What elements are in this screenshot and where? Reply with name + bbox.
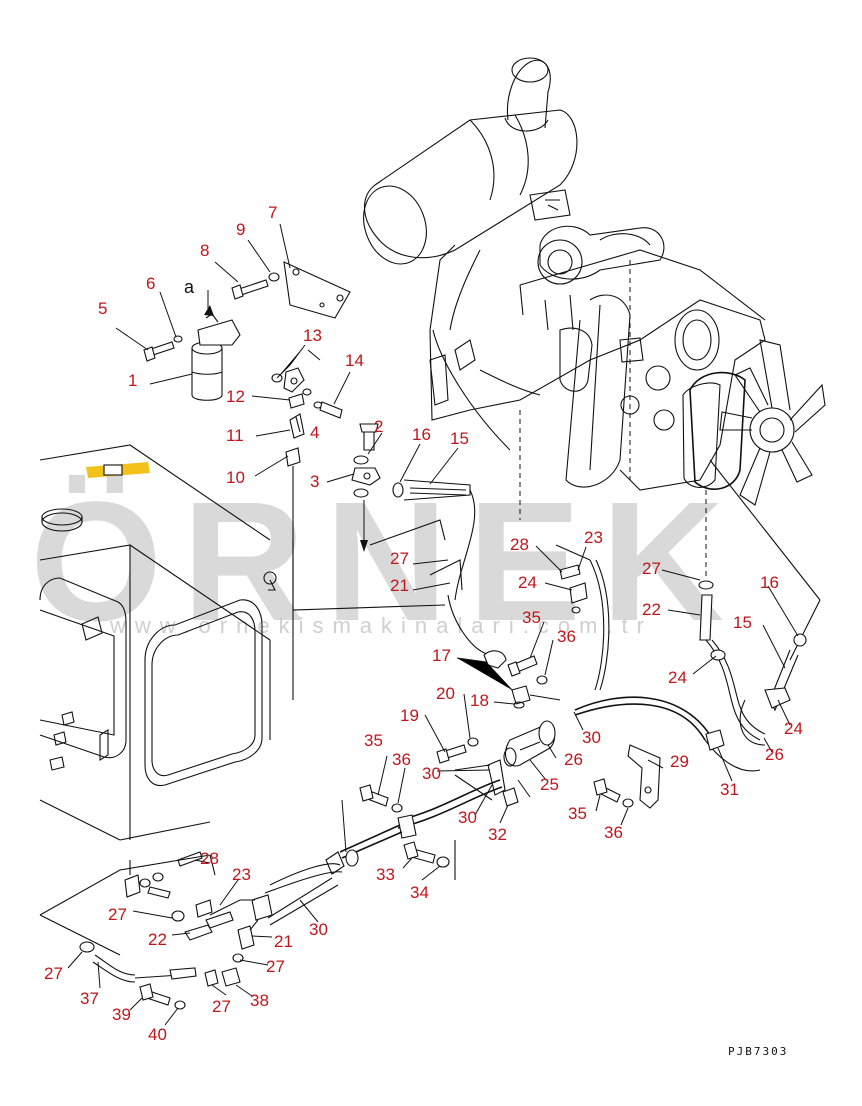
leader-lines — [67, 223, 799, 1026]
callout-23-lower: 23 — [232, 865, 251, 884]
callout-labels: a 1 2 3 4 5 6 7 8 9 10 11 12 13 14 15 16… — [44, 203, 803, 1044]
callout-14: 14 — [345, 351, 364, 370]
callout-34: 34 — [410, 883, 429, 902]
callout-27-bottom: 27 — [212, 997, 231, 1016]
callout-33: 33 — [376, 865, 395, 884]
view-letter-label: a — [184, 277, 195, 297]
callout-26-right: 26 — [765, 745, 784, 764]
callout-28-upper: 28 — [510, 535, 529, 554]
callout-22-right: 22 — [642, 600, 661, 619]
drawing-code: PJB7303 — [728, 1045, 788, 1058]
callout-6: 6 — [146, 274, 155, 293]
callout-5: 5 — [98, 299, 107, 318]
callout-11: 11 — [226, 426, 244, 445]
watermark: ÖRNEK www.ornekismakinalari.com.tr — [30, 467, 744, 657]
callout-36-mid: 36 — [392, 750, 411, 769]
callout-26-mid: 26 — [564, 750, 583, 769]
callout-24-far-right: 24 — [784, 719, 803, 738]
callout-10: 10 — [226, 468, 245, 487]
engine-fan — [719, 339, 826, 506]
callout-29: 29 — [670, 752, 689, 771]
callout-4: 4 — [310, 423, 319, 442]
callout-16-upper: 16 — [412, 425, 431, 444]
callout-39: 39 — [112, 1005, 131, 1024]
watermark-brand: ÖRNEK — [30, 467, 744, 657]
callout-27-far-left: 27 — [44, 964, 63, 983]
callout-9: 9 — [236, 220, 245, 239]
hose-routing — [39, 459, 821, 1010]
callout-36-upper: 36 — [557, 627, 576, 646]
callout-30-lower: 30 — [458, 808, 477, 827]
callout-1: 1 — [128, 371, 137, 390]
callout-15-upper: 15 — [450, 429, 469, 448]
callout-24-upper: 24 — [518, 573, 537, 592]
callout-30-right: 30 — [582, 728, 601, 747]
callout-12: 12 — [226, 387, 245, 406]
callout-30-mid: 30 — [422, 764, 441, 783]
callout-30-lower-left: 30 — [309, 920, 328, 939]
callout-35-right: 35 — [568, 804, 587, 823]
callout-28-lower: 28 — [200, 849, 219, 868]
fuel-filter-assembly — [143, 261, 491, 700]
callout-13: 13 — [303, 326, 322, 345]
callout-15-right: 15 — [733, 613, 752, 632]
callout-37: 37 — [80, 989, 99, 1008]
callout-23-upper: 23 — [584, 528, 603, 547]
callout-35-upper: 35 — [522, 608, 541, 627]
callout-17: 17 — [432, 646, 451, 665]
callout-2: 2 — [374, 417, 383, 436]
callout-24-right: 24 — [668, 668, 687, 687]
callout-20: 20 — [436, 684, 455, 703]
callout-8: 8 — [200, 241, 209, 260]
callout-18: 18 — [470, 691, 489, 710]
callout-35-mid: 35 — [364, 731, 383, 750]
engine-assembly — [363, 57, 826, 520]
callout-7: 7 — [268, 203, 277, 222]
callout-36-right: 36 — [604, 823, 623, 842]
callout-38: 38 — [250, 991, 269, 1010]
callout-19: 19 — [400, 706, 419, 725]
callout-22-lower: 22 — [148, 930, 167, 949]
callout-16-right: 16 — [760, 573, 779, 592]
callout-31: 31 — [720, 780, 739, 799]
callout-21-lower: 21 — [274, 932, 293, 951]
watermark-url: www.ornekismakinalari.com.tr — [109, 613, 653, 638]
callout-27-right: 27 — [642, 559, 661, 578]
callout-40: 40 — [148, 1025, 167, 1044]
callout-27-upper: 27 — [390, 549, 409, 568]
callout-3: 3 — [310, 472, 319, 491]
callout-27-lower-left: 27 — [108, 905, 127, 924]
callout-25: 25 — [540, 775, 559, 794]
callout-32: 32 — [488, 825, 507, 844]
callout-27-lower-mid: 27 — [266, 957, 285, 976]
callout-21-upper: 21 — [390, 576, 409, 595]
operator-cab — [39, 444, 277, 841]
